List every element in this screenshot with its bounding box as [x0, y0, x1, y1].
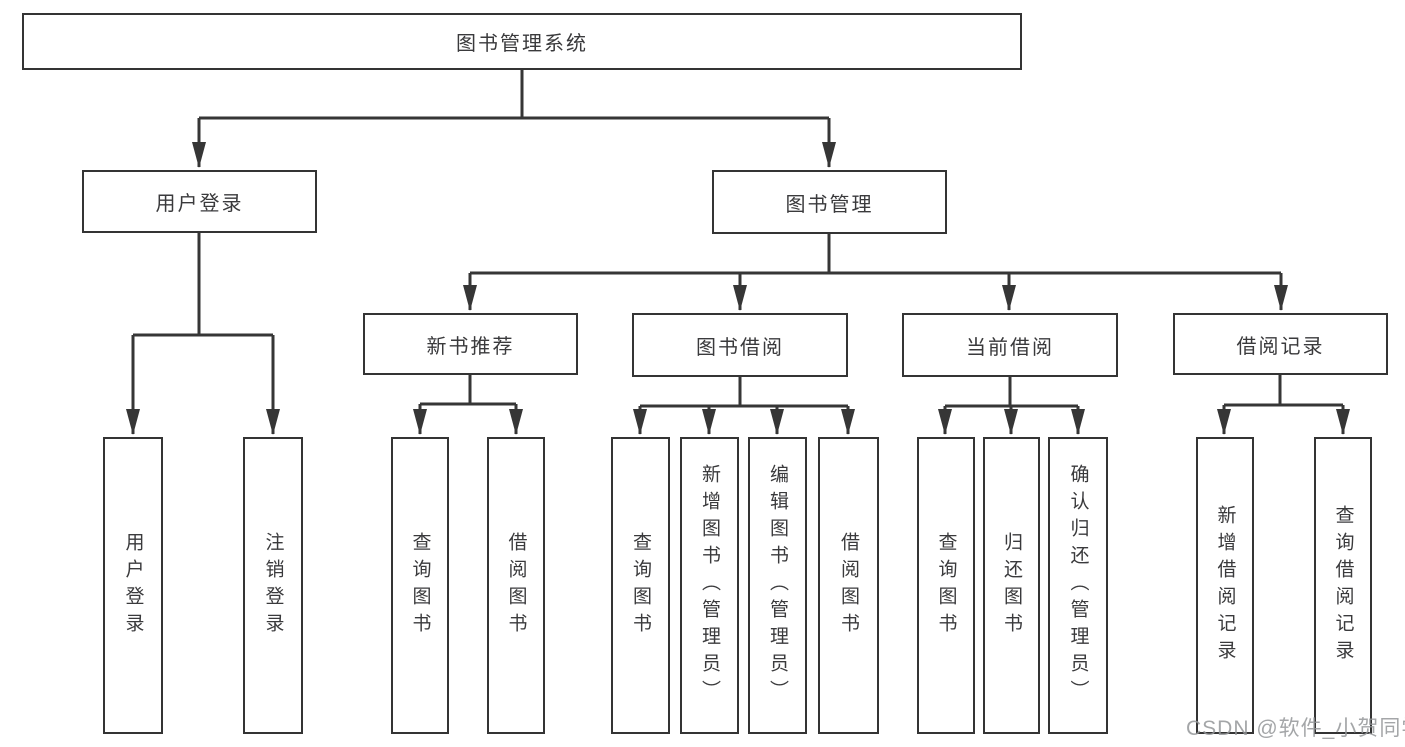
node-book-borrow-label: 图书借阅 [696, 336, 784, 359]
leaf-rec-query-book-label: 查询图书 [409, 531, 431, 640]
node-root-label: 图书管理系统 [456, 33, 588, 55]
leaf-bb-edit-book: 编辑图书（管理员） [748, 437, 807, 734]
csdn-watermark: CSDN @软件_小贺同学 [1186, 717, 1405, 740]
node-borrow-records-label: 借阅记录 [1236, 335, 1325, 358]
node-new-book-recommend-label: 新书推荐 [426, 335, 515, 358]
leaf-br-add-record: 新增借阅记录 [1196, 437, 1254, 734]
leaf-logout: 注销登录 [243, 437, 303, 734]
node-borrow-records: 借阅记录 [1173, 313, 1388, 375]
node-root: 图书管理系统 [22, 13, 1022, 70]
leaf-br-add-record-label: 新增借阅记录 [1214, 504, 1236, 667]
leaf-cb-return-book: 归还图书 [983, 437, 1040, 734]
leaf-br-query-record: 查询借阅记录 [1314, 437, 1372, 734]
leaf-user-login: 用户登录 [103, 437, 163, 734]
node-book-borrow: 图书借阅 [632, 313, 848, 377]
leaf-bb-add-book: 新增图书（管理员） [680, 437, 739, 734]
node-book-management: 图书管理 [712, 170, 947, 234]
leaf-rec-borrow-book: 借阅图书 [487, 437, 545, 734]
leaf-cb-confirm-return-label: 确认归还（管理员） [1067, 464, 1089, 707]
leaf-rec-borrow-book-label: 借阅图书 [505, 531, 527, 640]
leaf-bb-borrow-book: 借阅图书 [818, 437, 879, 734]
leaf-bb-query-book: 查询图书 [611, 437, 670, 734]
leaf-cb-return-book-label: 归还图书 [1001, 531, 1022, 640]
node-current-borrow: 当前借阅 [902, 313, 1118, 377]
leaf-cb-query-book: 查询图书 [917, 437, 975, 734]
node-user-login: 用户登录 [82, 170, 317, 233]
node-book-management-label: 图书管理 [785, 193, 874, 216]
leaf-cb-query-book-label: 查询图书 [935, 531, 957, 640]
leaf-rec-query-book: 查询图书 [391, 437, 449, 734]
leaf-br-query-record-label: 查询借阅记录 [1332, 504, 1354, 667]
node-user-login-label: 用户登录 [155, 193, 244, 215]
node-new-book-recommend: 新书推荐 [363, 313, 578, 375]
leaf-logout-label: 注销登录 [262, 531, 284, 640]
leaf-bb-add-book-label: 新增图书（管理员） [699, 464, 720, 707]
leaf-bb-edit-book-label: 编辑图书（管理员） [767, 464, 788, 707]
node-current-borrow-label: 当前借阅 [966, 336, 1054, 359]
leaf-user-login-label: 用户登录 [122, 531, 144, 640]
leaf-cb-confirm-return: 确认归还（管理员） [1048, 437, 1108, 734]
leaf-bb-query-book-label: 查询图书 [630, 531, 651, 640]
leaf-bb-borrow-book-label: 借阅图书 [838, 531, 859, 640]
